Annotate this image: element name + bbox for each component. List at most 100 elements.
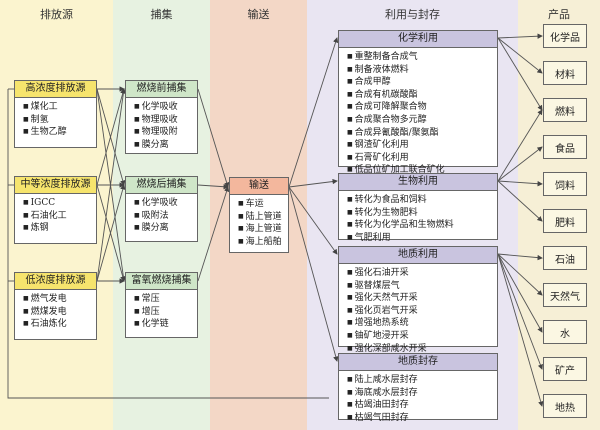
list-item: 炼钢 [23,222,92,235]
capture-pre-combustion: 燃烧前捕集 化学吸收 物理吸收 物理吸附 膜分离 [125,80,198,154]
capture-oxy-label: 富氧燃烧捕集 [126,273,197,290]
capture-pre-label: 燃烧前捕集 [126,81,197,98]
list-item: 膜分离 [134,222,193,235]
capture-post-combustion: 燃烧后捕集 化学吸收 吸附法 膜分离 [125,176,198,242]
list-item: 强化石油开采 [347,267,493,280]
product-minerals: 矿产 [543,357,587,381]
list-item: 低品位矿加工联合矿化 [347,164,493,177]
utilization-to-product-arrow [497,253,543,261]
utilization-to-product-arrow [497,37,543,74]
utilization-biological: 生物利用 转化为食品和饲料 转化为生物肥料 转化为化学品和生物燃料 气肥利用 [338,173,498,243]
utilization-chemical: 化学利用 重整制备合成气 制备液体燃料 合成甲醇 合成有机碳酸酯 合成可降解聚合… [338,30,498,175]
list-item: 石油炼化 [23,318,92,331]
list-item: 制备液体燃料 [347,64,493,77]
list-item: 气肥利用 [347,232,493,245]
list-item: 化学吸收 [134,101,193,114]
list-item: 海上船舶 [238,236,284,249]
product-feed: 饲料 [543,172,587,196]
list-item: 膜分离 [134,139,193,152]
list-item: 燃气发电 [23,293,92,306]
source-high-concentration: 高浓度排放源 煤化工 制氢 生物乙醇 [14,80,97,148]
product-food: 食品 [543,135,587,159]
product-materials: 材料 [543,61,587,85]
list-item: 物理吸收 [134,114,193,127]
list-item: 合成聚合物多元醇 [347,114,493,127]
utilization-to-product-arrow [497,180,543,187]
transport-box: 输送 车运 陆上管道 海上管道 海上船舶 [229,177,289,253]
list-item: 转化为食品和饲料 [347,194,493,207]
source-medium-concentration: 中等浓度排放源 IGCC 石油化工 炼钢 [14,176,97,244]
list-item: 车运 [238,198,284,211]
transport-to-utilization-arrow [288,186,339,362]
utilization-to-product-arrow [497,253,544,407]
list-item: 强化天然气开采 [347,292,493,305]
list-item: 合成甲醇 [347,76,493,89]
list-item: 石膏矿化利用 [347,152,493,165]
source-to-capture-arrow [96,184,126,282]
list-item: 合成可降解聚合物 [347,101,493,114]
list-item: 钢渣矿化利用 [347,139,493,152]
utilization-geological-label: 地质利用 [339,247,497,264]
product-water: 水 [543,320,587,344]
storage-geological: 地质封存 陆上咸水层封存 海底咸水层封存 枯竭油田封存 枯竭气田封存 [338,353,498,423]
source-to-capture-arrow [96,88,127,282]
list-item: 海上管道 [238,223,284,236]
list-item: 合成有机碳酸酯 [347,89,493,102]
transport-to-utilization-arrow [288,37,339,188]
utilization-to-product-arrow [497,253,543,333]
list-item: 枯竭油田封存 [347,399,493,412]
utilization-to-product-arrow [497,146,543,182]
source-low-label: 低浓度排放源 [15,273,96,290]
transport-label: 输送 [230,178,288,195]
source-medium-label: 中等浓度排放源 [15,177,96,194]
list-item: 生物乙醇 [23,126,92,139]
product-chemicals: 化学品 [543,24,587,48]
source-low-concentration: 低浓度排放源 燃气发电 燃煤发电 石油炼化 [14,272,97,340]
capture-oxy-fuel: 富氧燃烧捕集 常压 增压 化学链 [125,272,198,338]
utilization-to-product-arrow [497,253,543,370]
utilization-to-product-arrow [497,109,543,182]
products-column-header: 产品 [548,8,570,21]
capture-to-transport-arrow [197,184,229,190]
list-item: 增强地热系统 [347,317,493,330]
list-item: 强化页岩气开采 [347,305,493,318]
transport-column-header: 输送 [247,8,270,21]
list-item: 合成异氰酸酯/聚氨酯 [347,127,493,140]
list-item: 枯竭气田封存 [347,412,493,425]
utilization-chemical-label: 化学利用 [339,31,497,48]
list-item: 化学链 [134,318,193,331]
list-item: 燃煤发电 [23,306,92,319]
product-oil: 石油 [543,246,587,270]
list-item: 转化为化学品和生物燃料 [347,219,493,232]
transport-to-utilization-arrow [288,186,338,255]
list-item: 陆上咸水层封存 [347,374,493,387]
list-item: 驱替煤层气 [347,280,493,293]
product-fertilizer: 肥料 [543,209,587,233]
source-to-capture-arrow [96,88,126,186]
utilization-to-product-arrow [497,180,543,222]
product-geothermal: 地热 [543,394,587,418]
storage-geological-label: 地质封存 [339,354,497,371]
list-item: 化学吸收 [134,197,193,210]
utilization-to-product-arrow [497,37,543,111]
list-item: 海底咸水层封存 [347,387,493,400]
list-item: 常压 [134,293,193,306]
utilization-geological: 地质利用 强化石油开采 驱替煤层气 强化天然气开采 强化页岩气开采 增强地热系统… [338,246,498,354]
list-item: 增压 [134,306,193,319]
list-item: 石油化工 [23,210,92,223]
list-item: IGCC [23,197,92,210]
capture-post-label: 燃烧后捕集 [126,177,197,194]
list-item: 强化深部咸水开采 [347,343,493,356]
capture-column-header: 捕集 [150,8,173,21]
capture-to-transport-arrow [197,186,230,282]
source-bypass-connector [7,89,329,399]
product-natural-gas: 天然气 [543,283,587,307]
list-item: 制氢 [23,114,92,127]
list-item: 物理吸附 [134,126,193,139]
utilization-to-product-arrow [497,33,543,39]
list-item: 转化为生物肥料 [347,207,493,220]
list-item: 重整制备合成气 [347,51,493,64]
capture-to-transport-arrow [197,88,230,188]
